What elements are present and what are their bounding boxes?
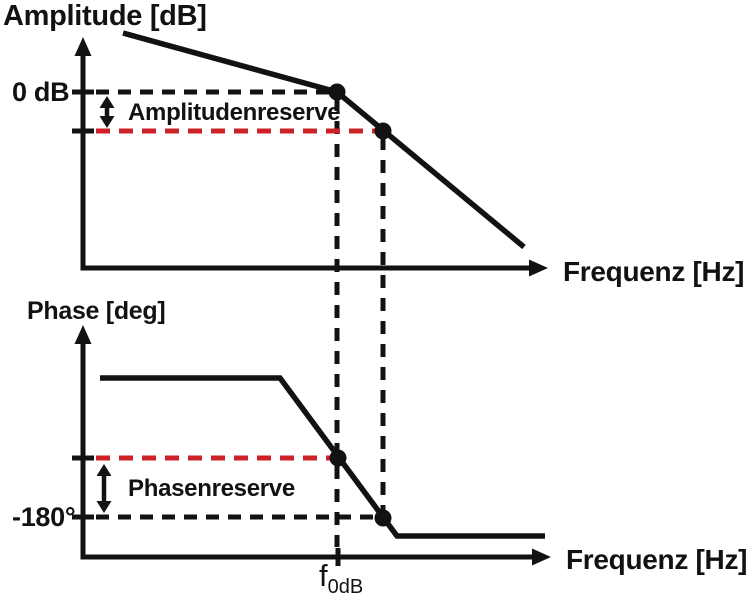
gain-margin-double-arrow-icon bbox=[99, 96, 115, 128]
phase-y-axis-arrowhead bbox=[74, 325, 92, 344]
minus-180-label: -180° bbox=[12, 502, 76, 532]
amplitude-curve bbox=[122, 30, 526, 250]
f0db-tick-label: f0dB bbox=[319, 558, 364, 598]
marker-phase-at-gain-crossover bbox=[329, 449, 347, 467]
amplitude-x-axis-arrowhead bbox=[529, 259, 548, 277]
phase-x-axis-arrowhead bbox=[532, 548, 551, 566]
zero-db-label: 0 dB bbox=[12, 77, 70, 107]
marker-phase-crossover bbox=[374, 509, 392, 527]
amplitude-x-axis-label: Frequenz [Hz] bbox=[563, 256, 745, 287]
marker-amplitude-at-phase-crossover bbox=[374, 122, 392, 140]
phase-x-axis-label: Frequenz [Hz] bbox=[566, 544, 746, 575]
phase-margin-label: Phasenreserve bbox=[128, 475, 295, 502]
amplitude-plot bbox=[72, 30, 548, 277]
amplitude-y-axis-arrowhead bbox=[74, 37, 92, 56]
f0db-subscript: 0dB bbox=[327, 576, 364, 598]
phase-plot bbox=[72, 325, 551, 566]
phase-axis-title: Phase [deg] bbox=[27, 297, 166, 325]
gain-margin-label: Amplitudenreserve bbox=[128, 99, 341, 126]
amplitude-axis-title: Amplitude [dB] bbox=[3, 0, 207, 32]
marker-gain-crossover bbox=[328, 83, 346, 101]
f0db-base: f bbox=[319, 558, 328, 593]
phase-margin-double-arrow-icon bbox=[96, 464, 112, 513]
